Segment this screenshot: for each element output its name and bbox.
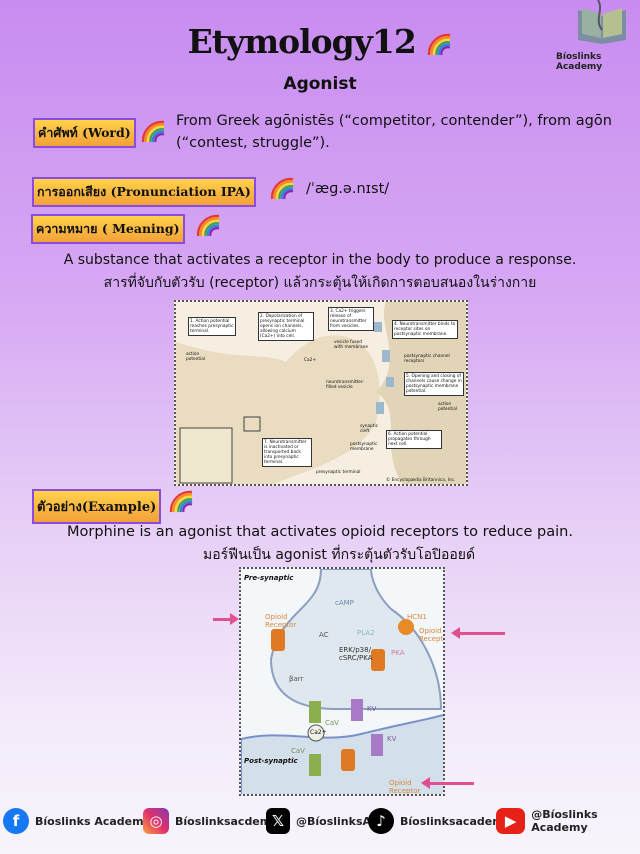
youtube-handle: @Bíoslinks Academy bbox=[531, 808, 598, 834]
pre-synaptic-label: Pre-synaptic bbox=[244, 574, 294, 582]
step-2-label: 2. Depolarization of presynaptic termina… bbox=[258, 312, 314, 341]
page-title: Etymology12 bbox=[0, 22, 640, 61]
rainbow-icon bbox=[269, 175, 295, 201]
arrow-head-icon bbox=[230, 613, 239, 625]
rainbow-icon bbox=[195, 212, 221, 238]
cav-label-2: CaV bbox=[291, 747, 305, 755]
vesicle-fused-label: vesicle fused with membrane bbox=[334, 340, 368, 350]
meaning-thai: สารที่จับกับตัวรับ (receptor) แล้วกระตุ้… bbox=[103, 275, 537, 291]
hcn1-label: HCN1 bbox=[407, 613, 427, 621]
vesicle-label: neurotransmitter-filled vesicle bbox=[326, 380, 364, 390]
pointer-arrow bbox=[213, 618, 233, 621]
facebook-icon: f bbox=[3, 808, 29, 834]
youtube-icon: ▶ bbox=[496, 808, 526, 834]
channel-receptors-label: postsynaptic channel receptors bbox=[404, 354, 450, 364]
x-handle: @BíoslinksA bbox=[296, 814, 372, 828]
word-label: คำศัพท์ (Word) bbox=[33, 118, 136, 148]
brand-name: Bíoslinks Academy bbox=[556, 52, 603, 72]
example-english: Morphine is an agonist that activates op… bbox=[67, 524, 573, 540]
tiktok-link[interactable]: ♪ Bíoslinksacademy bbox=[368, 808, 511, 834]
pointer-arrow bbox=[430, 782, 474, 785]
step-5-label: 5. Opening and closing of channels cause… bbox=[404, 372, 464, 396]
ac-label: AC bbox=[319, 631, 329, 639]
kv-label: KV bbox=[367, 705, 377, 713]
step-7-label: 7. Neurotransmitter is inactivated or tr… bbox=[262, 438, 312, 467]
x-icon: 𝕏 bbox=[266, 808, 290, 834]
opioid-receptor-label: Opioid Receptor bbox=[265, 613, 297, 629]
facebook-handle: Bíoslinks Academy bbox=[35, 814, 151, 828]
pla2-label: PLA2 bbox=[357, 629, 375, 637]
social-footer: f Bíoslinks Academy ◎ Bíoslinksacdemy 𝕏 @Bí… bbox=[0, 808, 640, 838]
meaning-label: ความหมาย ( Meaning) bbox=[31, 214, 185, 244]
step-1-label: 1. Action potential reaches presynaptic … bbox=[188, 317, 236, 336]
arrow-head-icon bbox=[421, 777, 430, 789]
title-text: Etymology12 bbox=[187, 22, 417, 61]
step-4-label: 4. Neurotransmitter binds to receptor si… bbox=[392, 320, 458, 339]
calcium-label: Ca2+ bbox=[310, 729, 327, 736]
tiktok-icon: ♪ bbox=[368, 808, 394, 834]
tiktok-handle: Bíoslinksacademy bbox=[400, 814, 511, 828]
opioid-receptor-label-2: Opioid Receptor bbox=[419, 627, 444, 643]
page-subtitle: Agonist bbox=[283, 74, 357, 94]
word-etymology: From Greek agōnistēs (“competitor, conte… bbox=[176, 113, 612, 151]
barr-label: βarr bbox=[289, 675, 304, 683]
book-logo-icon bbox=[578, 0, 626, 44]
action-potential-label-2: action potential bbox=[438, 402, 458, 412]
presynaptic-terminal-label: presynaptic terminal bbox=[316, 470, 361, 475]
postsynaptic-membrane-label: postsynaptic membrane bbox=[350, 442, 378, 452]
step-6-label: 6. Action potential propagates through n… bbox=[386, 430, 442, 449]
example-label: ตัวอย่าง(Example) bbox=[32, 489, 162, 524]
action-potential-label: action potential bbox=[186, 352, 206, 362]
erk-label: ERK/p38/ cSRC/PKA bbox=[339, 646, 373, 662]
pointer-arrow bbox=[460, 632, 505, 635]
opioid-signaling-diagram: Pre-synaptic Post-synaptic Opioid Recept… bbox=[239, 567, 445, 796]
rainbow-icon bbox=[140, 118, 166, 144]
instagram-link[interactable]: ◎ Bíoslinksacdemy bbox=[143, 808, 278, 834]
facebook-link[interactable]: f Bíoslinks Academy bbox=[3, 808, 151, 834]
calcium-label: Ca2+ bbox=[304, 358, 316, 363]
synapse-diagram: 1. Action potential reaches presynaptic … bbox=[174, 300, 468, 486]
x-link[interactable]: 𝕏 @BíoslinksA bbox=[266, 808, 371, 834]
rainbow-icon bbox=[168, 488, 194, 514]
synaptic-cleft-label: synaptic cleft bbox=[360, 424, 379, 434]
kv-label-2: KV bbox=[387, 735, 397, 743]
arrow-head-icon bbox=[451, 627, 460, 639]
meaning-english: A substance that activates a receptor in… bbox=[63, 252, 577, 268]
camp-label: cAMP bbox=[335, 599, 354, 607]
opioid-illustration bbox=[241, 569, 443, 794]
example-thai: มอร์ฟีนเป็น agonist ที่กระตุ้นตัวรับโอปิ… bbox=[203, 547, 476, 563]
ipa-text: /ˈæɡ.ə.nɪst/ bbox=[306, 181, 390, 197]
pronunciation-label: การออกเสียง (Pronunciation IPA) bbox=[32, 177, 256, 207]
rainbow-icon bbox=[426, 31, 452, 57]
cav-label: CaV bbox=[325, 719, 339, 727]
credit: © Encyclopædia Britannica, Inc. bbox=[386, 478, 456, 483]
instagram-icon: ◎ bbox=[143, 808, 169, 834]
post-synaptic-label: Post-synaptic bbox=[244, 757, 298, 765]
pka-label: PKA bbox=[391, 649, 405, 657]
step-3-label: 3. Ca2+ triggers release of neurotransmi… bbox=[328, 307, 374, 331]
youtube-link[interactable]: ▶@Bíoslinks Academy bbox=[496, 808, 640, 834]
opioid-receptor-label-3: Opioid Receptor bbox=[389, 779, 421, 795]
instagram-handle: Bíoslinksacdemy bbox=[175, 814, 279, 828]
